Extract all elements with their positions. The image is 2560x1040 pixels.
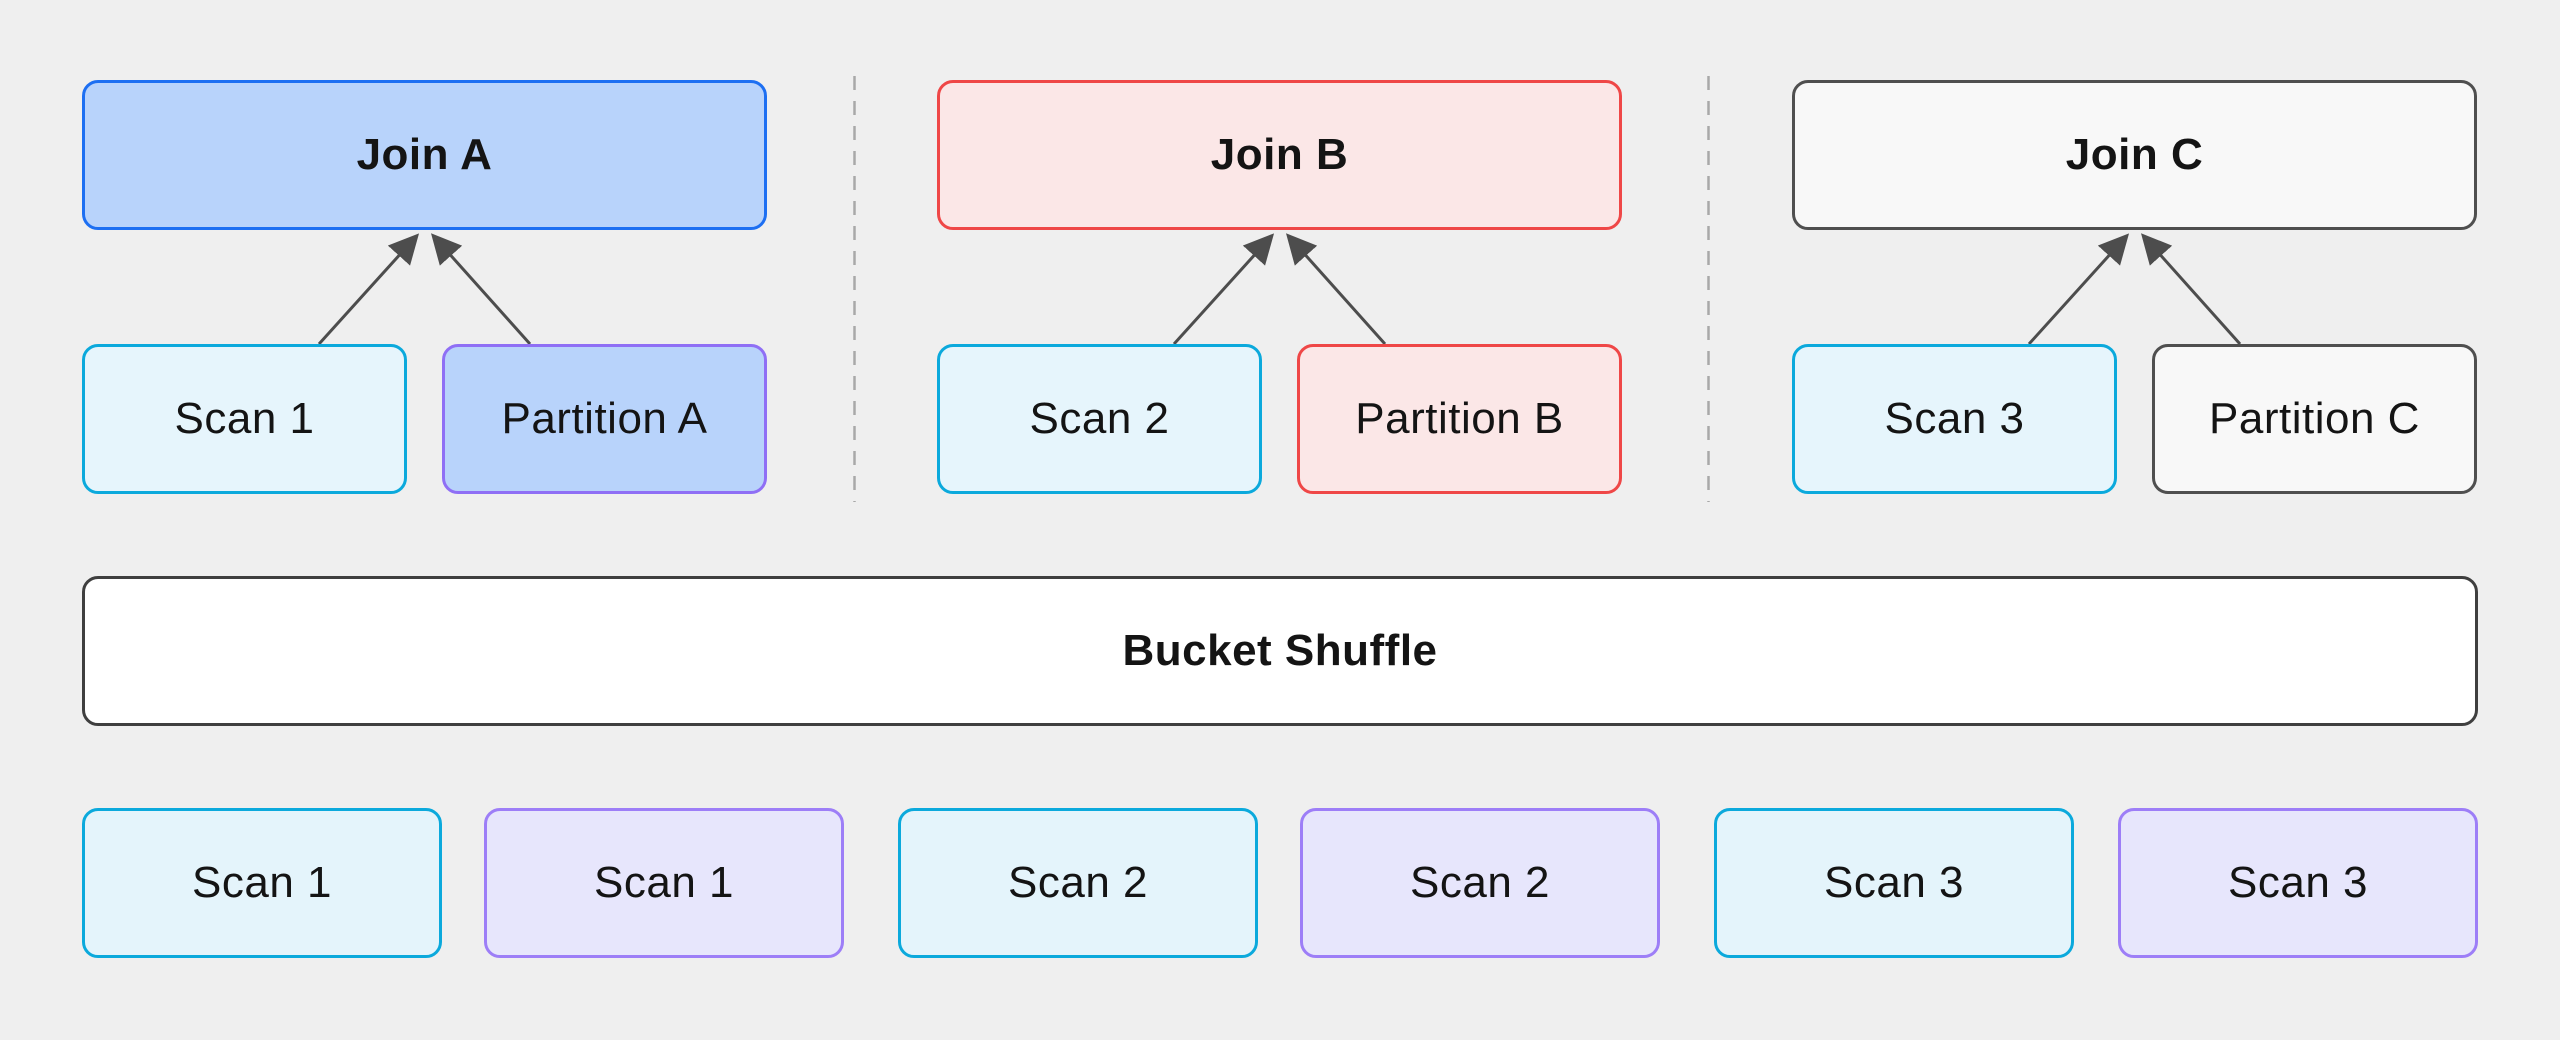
arrow-scan1-to-join-a (317, 233, 420, 346)
bucket-shuffle-node: Bucket Shuffle (82, 576, 2478, 726)
join-c-node: Join C (1792, 80, 2477, 230)
bottom-scan-2-purple-label: Scan 2 (1410, 858, 1550, 907)
join-a-node: Join A (82, 80, 767, 230)
arrow-partition-b-to-join-b (1286, 233, 1387, 345)
join-b-node: Join B (937, 80, 1622, 230)
bucket-shuffle-label: Bucket Shuffle (1122, 626, 1438, 675)
partition-c-node: Partition C (2152, 344, 2477, 494)
partition-b-label: Partition B (1355, 394, 1564, 443)
partition-a-label: Partition A (501, 394, 708, 443)
bottom-scan-2-cyan-node: Scan 2 (898, 808, 1258, 958)
scan-2-node: Scan 2 (937, 344, 1262, 494)
bottom-scan-1-purple-label: Scan 1 (594, 858, 734, 907)
partition-b-node: Partition B (1297, 344, 1622, 494)
bottom-scan-1-cyan-label: Scan 1 (192, 858, 332, 907)
arrow-scan2-to-join-b (1172, 233, 1275, 346)
bottom-scan-3-purple-node: Scan 3 (2118, 808, 2478, 958)
bottom-scan-3-cyan-label: Scan 3 (1824, 858, 1964, 907)
bottom-scan-3-cyan-node: Scan 3 (1714, 808, 2074, 958)
arrow-partition-c-to-join-c (2141, 233, 2242, 345)
scan-3-label: Scan 3 (1884, 394, 2025, 443)
join-c-label: Join C (2065, 130, 2204, 179)
join-a-label: Join A (356, 130, 493, 179)
bottom-scan-3-purple-label: Scan 3 (2228, 858, 2368, 907)
scan-2-label: Scan 2 (1029, 394, 1170, 443)
scan-3-node: Scan 3 (1792, 344, 2117, 494)
arrow-scan3-to-join-c (2027, 233, 2130, 346)
partition-a-node: Partition A (442, 344, 767, 494)
arrow-partition-a-to-join-a (431, 233, 532, 345)
bottom-scan-1-purple-node: Scan 1 (484, 808, 844, 958)
partition-c-label: Partition C (2209, 394, 2420, 443)
bottom-scan-2-purple-node: Scan 2 (1300, 808, 1660, 958)
join-b-label: Join B (1210, 130, 1349, 179)
bottom-scan-1-cyan-node: Scan 1 (82, 808, 442, 958)
bottom-scan-2-cyan-label: Scan 2 (1008, 858, 1148, 907)
scan-1-node: Scan 1 (82, 344, 407, 494)
scan-1-label: Scan 1 (174, 394, 315, 443)
